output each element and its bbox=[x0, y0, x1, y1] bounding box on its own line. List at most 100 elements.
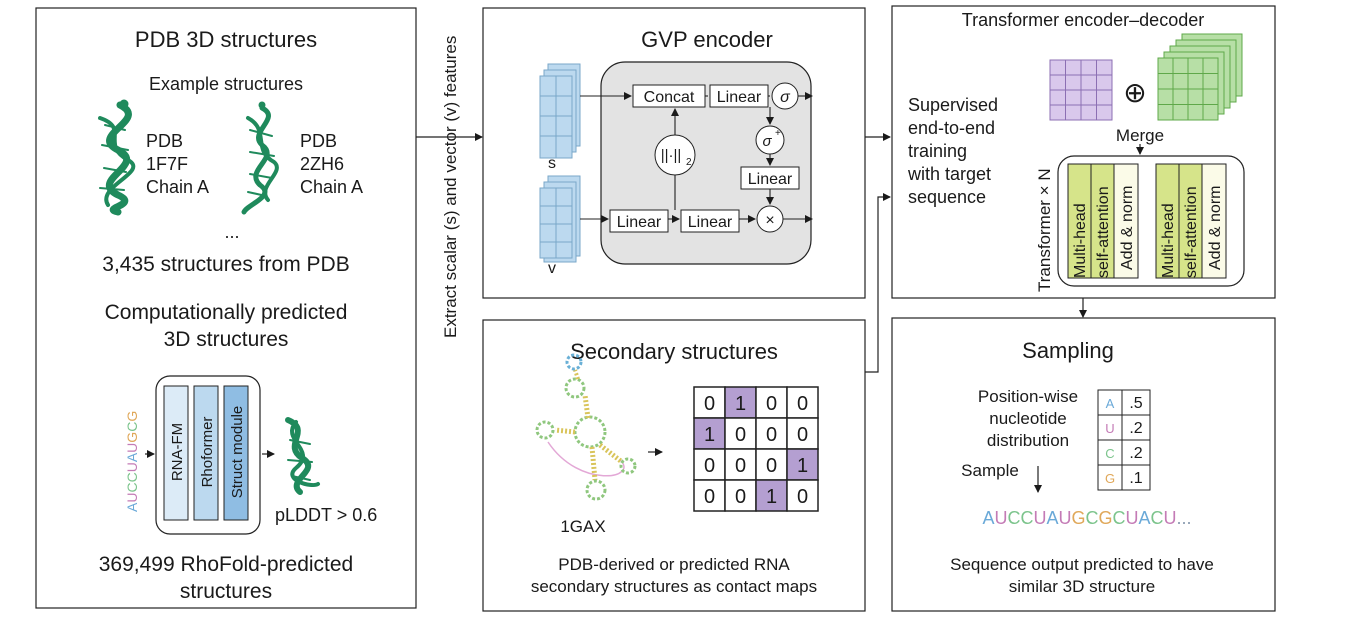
nucleotide-char: . bbox=[1177, 508, 1182, 528]
contact-value: 1 bbox=[766, 486, 777, 508]
linear-label-right: Linear bbox=[748, 171, 793, 188]
struct2-line3: Chain A bbox=[300, 177, 363, 197]
nucleotide-char: C bbox=[124, 482, 140, 492]
addnorm-2-label: Add & norm bbox=[1207, 186, 1224, 270]
nucleotide-char: U bbox=[1033, 508, 1046, 528]
contact-cell bbox=[724, 448, 757, 481]
struct-module-label: Struct module bbox=[229, 406, 246, 499]
nucleotide-char: U bbox=[1126, 508, 1139, 528]
dist-label-line2: nucleotide bbox=[989, 409, 1067, 428]
nucleotide-char: . bbox=[1187, 508, 1192, 528]
struct-module-block bbox=[223, 385, 249, 521]
sample-label: Sample bbox=[961, 461, 1019, 480]
mha-2-line2: self-attention bbox=[1183, 186, 1200, 278]
nucleotide-char: A bbox=[1046, 508, 1058, 528]
nucleotide-char: U bbox=[124, 493, 140, 503]
struct1-line1: PDB bbox=[146, 131, 183, 151]
supervised-line2: end-to-end bbox=[908, 118, 995, 138]
nucleotide-char: G bbox=[124, 411, 140, 422]
merge-label: Merge bbox=[1116, 126, 1164, 145]
contact-value: 1 bbox=[704, 424, 715, 446]
contact-value: 1 bbox=[797, 455, 808, 477]
supervised-line5: sequence bbox=[908, 187, 986, 207]
mha-2-line1: Multi-head bbox=[1160, 203, 1177, 278]
contact-cell bbox=[786, 386, 819, 419]
dist-nucleotide-cell bbox=[1097, 464, 1123, 491]
nucleotide-char: C bbox=[1007, 508, 1020, 528]
contact-cell bbox=[693, 417, 726, 450]
nucleotide-char: A bbox=[124, 502, 140, 512]
nucleotide-char: C bbox=[1151, 508, 1164, 528]
plddt-label: pLDDT > 0.6 bbox=[275, 505, 377, 525]
contact-value: 0 bbox=[704, 486, 715, 508]
secondary-to-transformer-arrow bbox=[865, 193, 891, 373]
linear-box-bottom-right bbox=[680, 209, 740, 233]
extract-features-label: Extract scalar (s) and vector (v) featur… bbox=[441, 36, 460, 338]
supervised-line3: training bbox=[908, 141, 967, 161]
nucleotide-char: U bbox=[1058, 508, 1071, 528]
input-sequence-text: AUCCUAUGCG bbox=[124, 411, 140, 512]
mha-1-line2: self-attention bbox=[1095, 186, 1112, 278]
example-structures-label: Example structures bbox=[149, 74, 303, 94]
dist-label-line1: Position-wise bbox=[978, 387, 1078, 406]
dist-nucleotide: U bbox=[1105, 421, 1114, 436]
pred-count-line2: structures bbox=[180, 580, 272, 603]
contact-value: 0 bbox=[797, 393, 808, 415]
dist-probability: .1 bbox=[1129, 470, 1142, 487]
contact-value: 0 bbox=[766, 424, 777, 446]
dist-nucleotide: C bbox=[1105, 446, 1114, 461]
transformer-repeat-text: Transformer × N bbox=[1035, 168, 1054, 292]
contact-cell bbox=[693, 448, 726, 481]
rhoformer-block bbox=[193, 385, 219, 521]
dist-label-line3: distribution bbox=[987, 431, 1069, 450]
sampling-caption-line1: Sequence output predicted to have bbox=[950, 555, 1214, 574]
pdb-title: PDB 3D structures bbox=[135, 27, 317, 52]
input-sequence: AUCCUAUGCG bbox=[124, 411, 140, 512]
scalar-feature-stack bbox=[539, 63, 581, 159]
norm-subscript: 2 bbox=[686, 157, 692, 168]
multiply-label: × bbox=[765, 212, 774, 229]
struct2-line1: PDB bbox=[300, 131, 337, 151]
addnorm-1-label: Add & norm bbox=[1119, 186, 1136, 270]
contact-value: 0 bbox=[766, 393, 777, 415]
contact-value: 0 bbox=[704, 393, 715, 415]
rna-fm-block bbox=[163, 385, 189, 521]
contact-value: 0 bbox=[797, 486, 808, 508]
rhoformer-label: Rhoformer bbox=[199, 417, 216, 488]
struct1-line2: 1F7F bbox=[146, 154, 188, 174]
nucleotide-char: C bbox=[1020, 508, 1033, 528]
secondary-caption-line1: PDB-derived or predicted RNA bbox=[558, 555, 790, 574]
contact-cell bbox=[786, 479, 819, 512]
secondary-title: Secondary structures bbox=[570, 339, 778, 364]
contact-value: 0 bbox=[766, 455, 777, 477]
rna-fm-label: RNA-FM bbox=[169, 423, 186, 481]
sigma-plus-sup: + bbox=[775, 128, 781, 139]
dist-nucleotide: G bbox=[1105, 471, 1115, 486]
struct2-line2: 2ZH6 bbox=[300, 154, 344, 174]
struct1-line3: Chain A bbox=[146, 177, 209, 197]
sigma-plus-label: σ bbox=[762, 133, 772, 150]
addnorm-block-2 bbox=[1201, 163, 1227, 279]
output-sequence: AUCCUAUGCGCUACU... bbox=[982, 508, 1191, 528]
nucleotide-char: G bbox=[1098, 508, 1112, 528]
gvp-panel: GVP encoder s v Concat Linear σ ||·|| 2 … bbox=[482, 7, 866, 299]
contact-value: 0 bbox=[735, 455, 746, 477]
dist-nucleotide: A bbox=[1106, 396, 1115, 411]
concat-label: Concat bbox=[644, 89, 695, 106]
contact-value: 1 bbox=[735, 393, 746, 415]
nucleotide-char: G bbox=[1071, 508, 1085, 528]
transformer-title: Transformer encoder–decoder bbox=[962, 10, 1204, 30]
linear-label-bottom-left: Linear bbox=[617, 214, 662, 231]
norm-label: ||·|| bbox=[661, 147, 682, 164]
dist-probability: .2 bbox=[1129, 420, 1142, 437]
contact-value: 0 bbox=[735, 424, 746, 446]
pred-title-line2: 3D structures bbox=[164, 328, 289, 351]
nucleotide-char: U bbox=[994, 508, 1007, 528]
nucleotide-char: A bbox=[982, 508, 994, 528]
rna-structure-1f7f bbox=[98, 99, 136, 216]
contact-cell bbox=[724, 479, 757, 512]
mha-1-line1: Multi-head bbox=[1072, 203, 1089, 278]
transformer-repeat-label: Transformer × N bbox=[1035, 168, 1054, 292]
